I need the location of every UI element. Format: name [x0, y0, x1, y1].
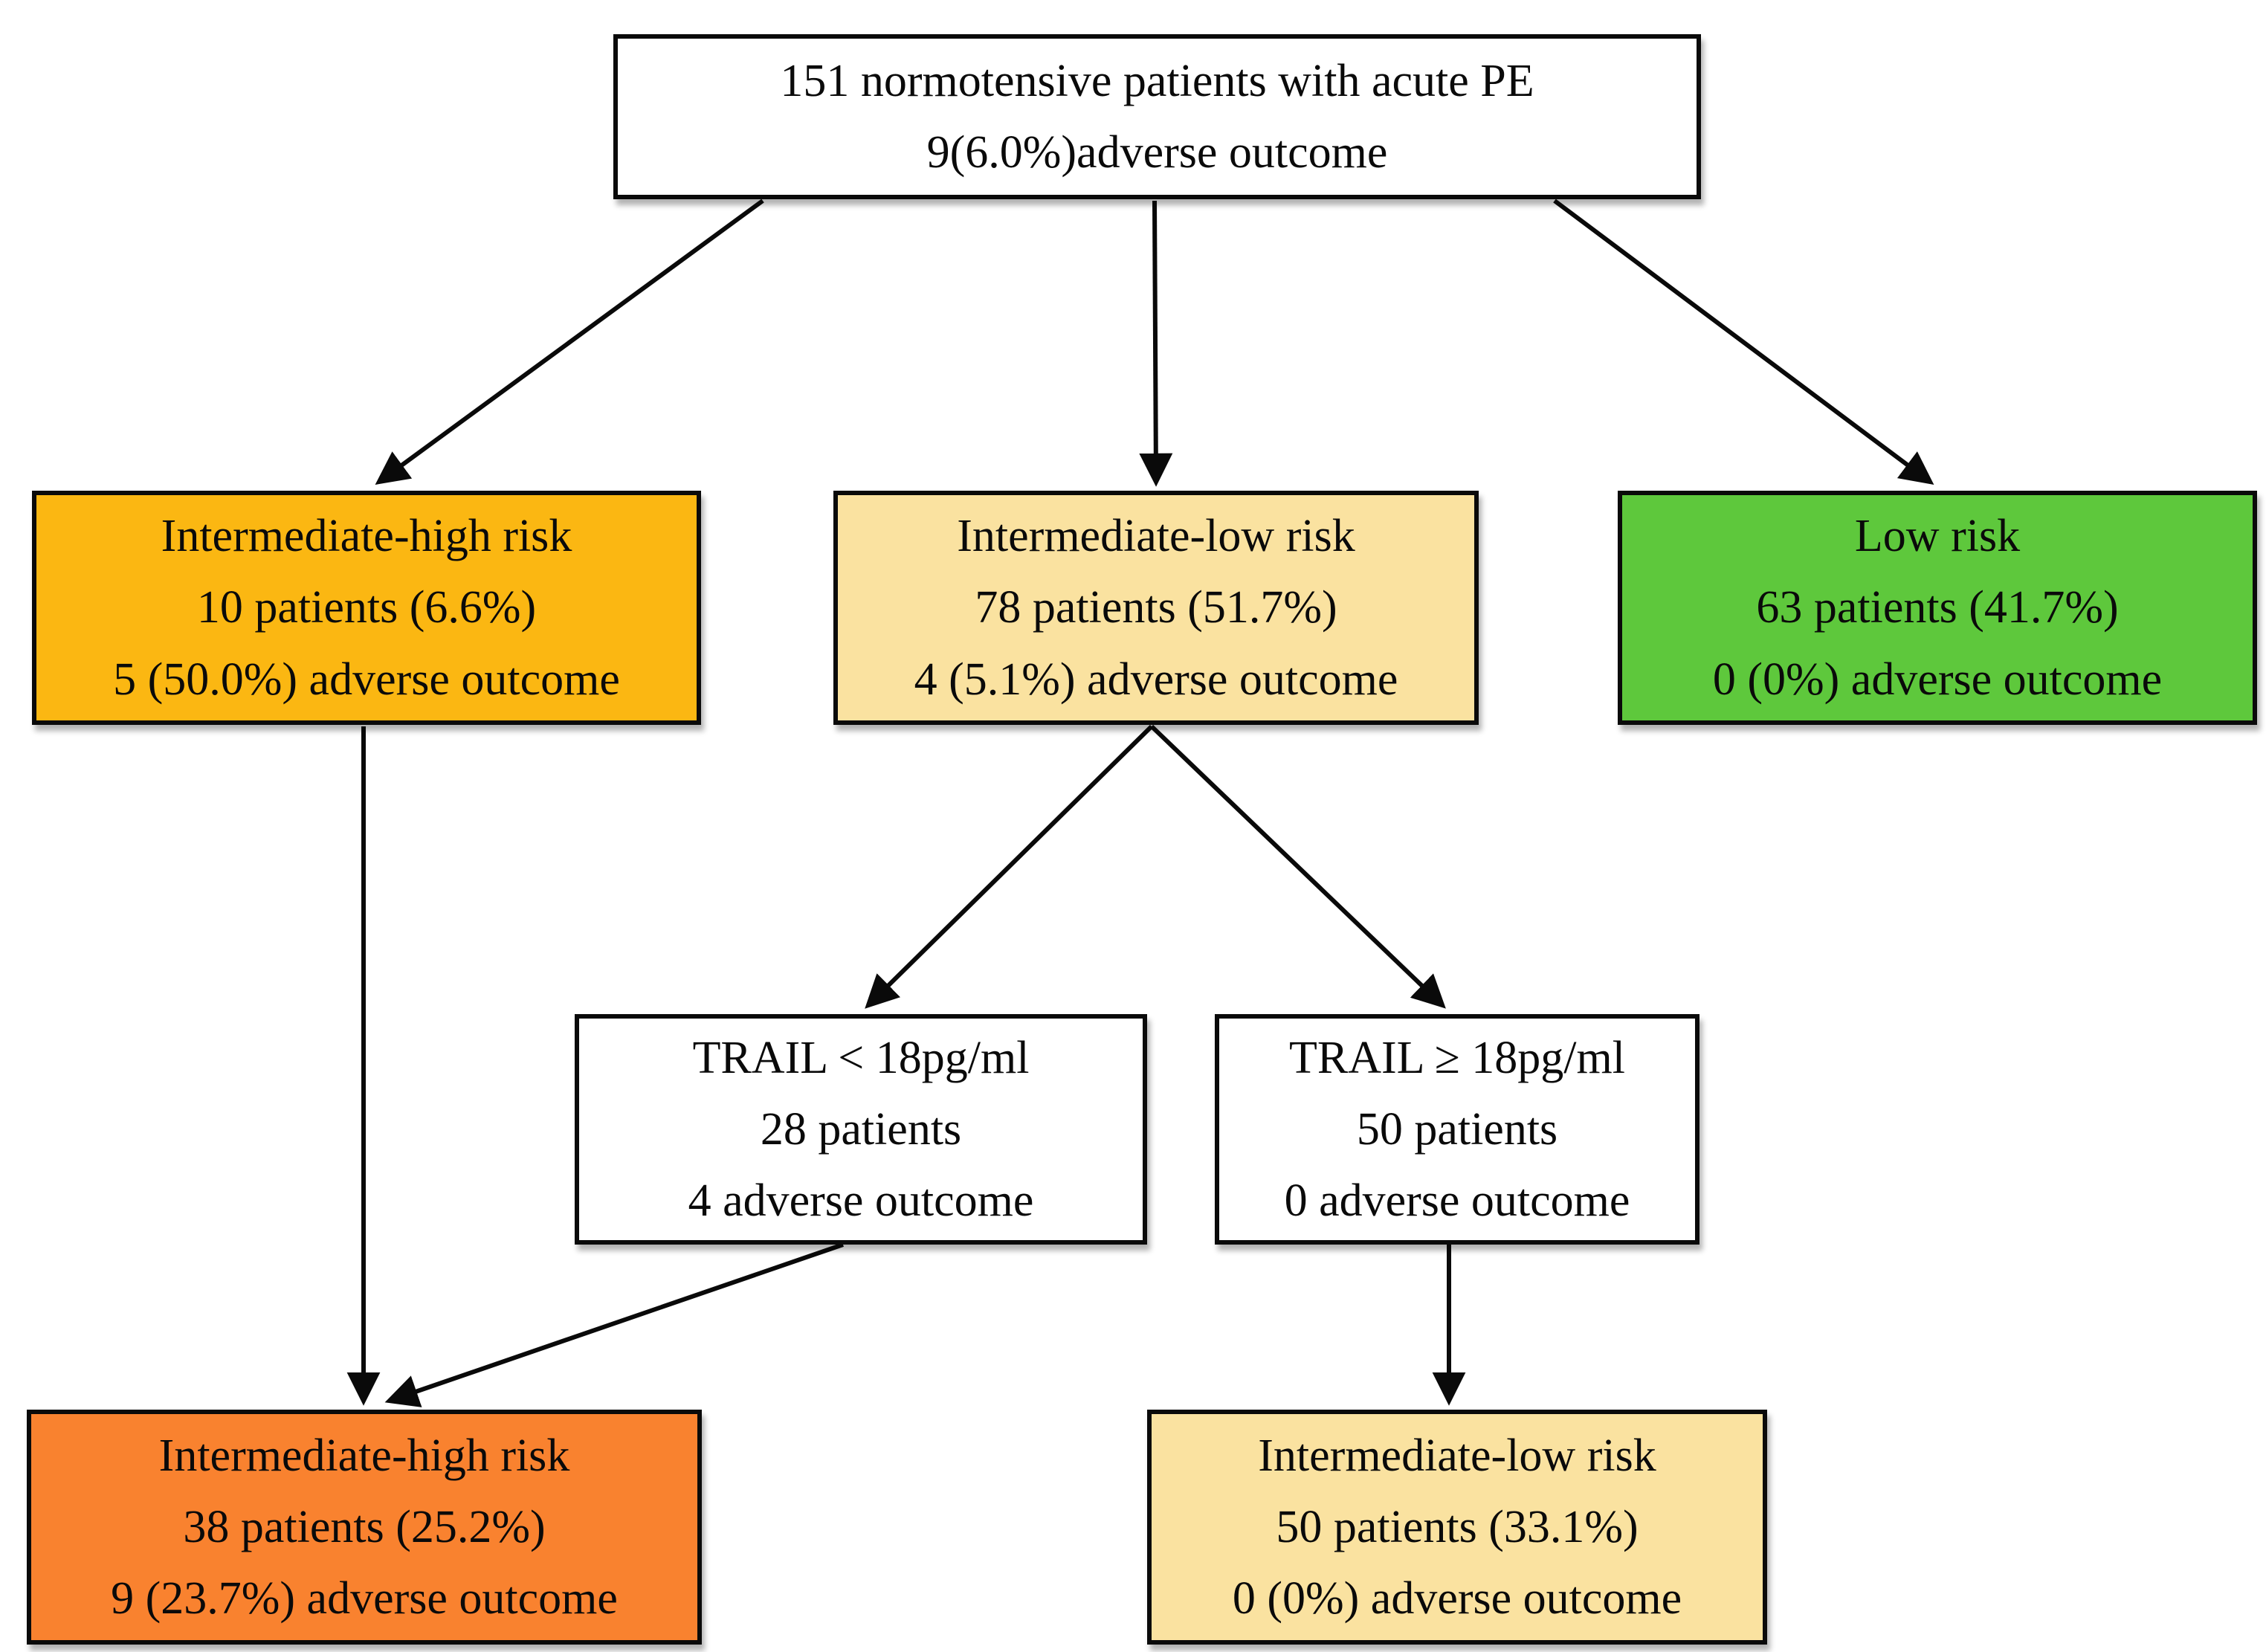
node-line: 9(6.0%)adverse outcome — [926, 127, 1388, 178]
node-trail-at-or-above-18: TRAIL ≥ 18pg/ml 50 patients 0 adverse ou… — [1215, 1014, 1700, 1245]
arrow-intermediate-low-to-trail-above — [1149, 724, 1446, 1009]
node-line: 0 (0%) adverse outcome — [1232, 1573, 1682, 1624]
node-line: 4 adverse outcome — [688, 1175, 1034, 1227]
node-line: 50 patients — [1356, 1103, 1558, 1155]
node-line: 78 patients (51.7%) — [975, 582, 1337, 633]
node-intermediate-high-risk-initial: Intermediate-high risk 10 patients (6.6%… — [32, 491, 701, 725]
node-line: Intermediate-high risk — [161, 511, 572, 562]
node-line: 5 (50.0%) adverse outcome — [113, 654, 620, 705]
node-line: 28 patients — [760, 1103, 962, 1155]
node-line: Low risk — [1854, 511, 2021, 562]
node-line: Intermediate-low risk — [1258, 1430, 1656, 1481]
node-low-risk: Low risk 63 patients (41.7%) 0 (0%) adve… — [1618, 491, 2257, 725]
node-line: TRAIL < 18pg/ml — [692, 1032, 1030, 1083]
node-intermediate-low-risk-initial: Intermediate-low risk 78 patients (51.7%… — [833, 491, 1479, 725]
node-line: Intermediate-high risk — [158, 1430, 570, 1481]
arrow-intermediate-low-to-trail-below — [865, 724, 1154, 1009]
node-line: 63 patients (41.7%) — [1756, 582, 2119, 633]
node-line: 151 normotensive patients with acute PE — [780, 55, 1534, 106]
arrow-root-to-low-risk — [1553, 199, 1934, 485]
arrow-root-to-intermediate-low — [1139, 200, 1173, 487]
node-line: Intermediate-low risk — [957, 511, 1355, 562]
node-line: 0 adverse outcome — [1284, 1175, 1630, 1227]
node-trail-below-18: TRAIL < 18pg/ml 28 patients 4 adverse ou… — [575, 1014, 1147, 1245]
node-intermediate-low-risk-final: Intermediate-low risk 50 patients (33.1%… — [1147, 1410, 1767, 1645]
node-line: 9 (23.7%) adverse outcome — [111, 1573, 618, 1624]
node-line: 0 (0%) adverse outcome — [1712, 654, 2163, 705]
node-line: TRAIL ≥ 18pg/ml — [1289, 1032, 1625, 1083]
arrow-trail-below-to-final-high — [384, 1242, 844, 1407]
node-line: 4 (5.1%) adverse outcome — [914, 654, 1398, 705]
node-root-population: 151 normotensive patients with acute PE … — [613, 34, 1701, 199]
node-line: 50 patients (33.1%) — [1276, 1501, 1639, 1552]
node-intermediate-high-risk-final: Intermediate-high risk 38 patients (25.2… — [27, 1410, 702, 1645]
node-line: 10 patients (6.6%) — [196, 582, 537, 633]
arrow-root-to-intermediate-high — [375, 199, 764, 485]
node-line: 38 patients (25.2%) — [183, 1501, 546, 1552]
